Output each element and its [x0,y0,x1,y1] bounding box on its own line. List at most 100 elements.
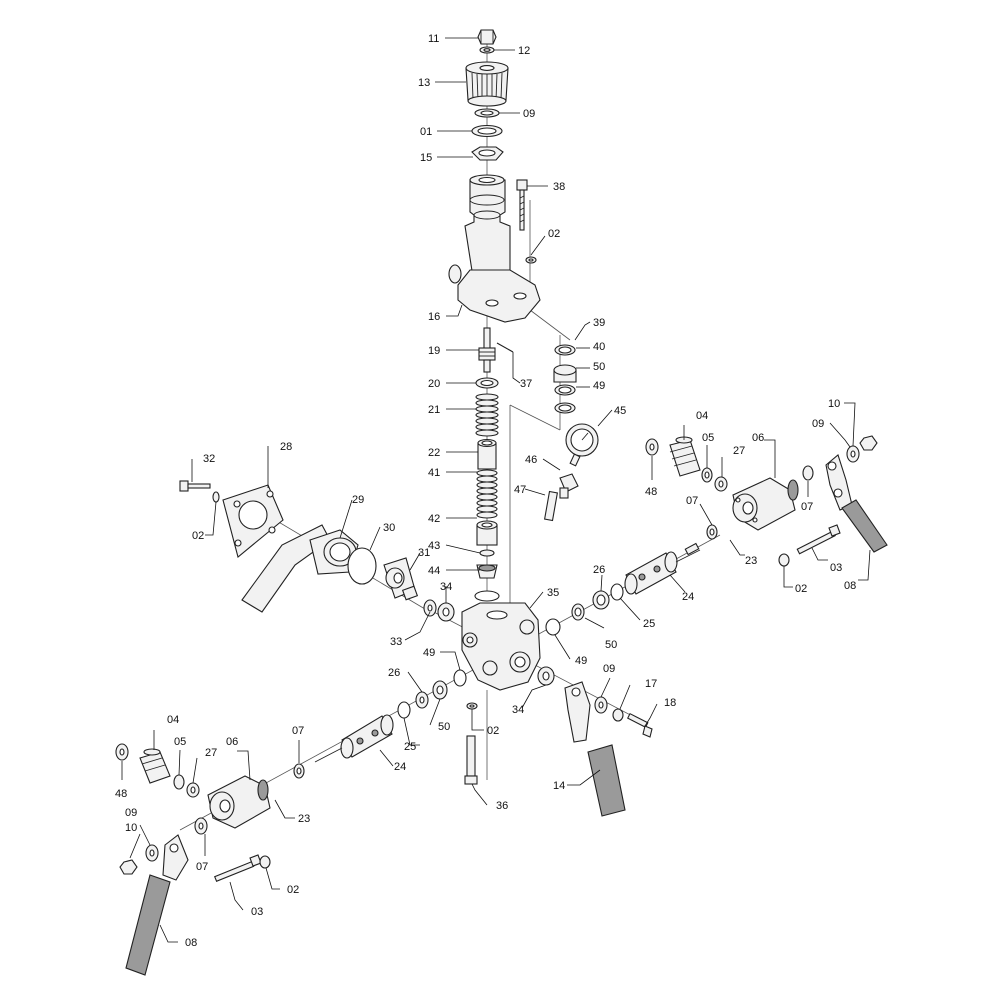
gauge-45 [565,423,599,467]
callout-27: 27 [733,445,745,457]
sleeve-22 [477,438,497,470]
nut-15 [471,146,504,161]
bolt-38 [516,179,528,231]
callout-38: 38 [553,181,565,193]
callout-10-left: 10 [125,822,137,834]
washer-02-left [212,491,220,503]
bolt-03-right [796,524,841,555]
washers-05-27-48-left [115,743,200,798]
callout-29: 29 [352,494,364,506]
callout-12: 12 [518,45,530,57]
washer-20 [475,377,499,389]
callout-02: 02 [548,228,560,240]
callout-07-left-outer: 07 [196,861,208,873]
callout-09-lower: 09 [603,663,615,675]
leader-lines [121,37,871,943]
callout-01: 01 [420,126,432,138]
callout-35: 35 [547,587,559,599]
washer-09-nut-10-left [119,844,159,875]
callout-50-right: 50 [605,639,617,651]
callout-07-right: 07 [801,501,813,513]
callout-23-left: 23 [298,813,310,825]
assembly-axis-lines [179,30,721,831]
washer-07-right-outer [802,465,814,481]
plate-28 [222,484,284,558]
lever-08-left [125,834,189,976]
washers-05-27-48-right [645,438,728,492]
seat-42 [476,520,498,546]
callout-13: 13 [418,77,430,89]
fitting-31 [383,557,419,601]
callout-46: 46 [525,454,537,466]
callout-09: 09 [523,108,535,120]
oring-30 [347,547,377,585]
washer-07-left-outer [194,817,208,835]
callout-25-left: 25 [404,741,416,753]
housing-06-left [207,775,271,829]
callout-08-left: 08 [185,937,197,949]
callout-26-left: 26 [388,667,400,679]
callout-36: 36 [496,800,508,812]
callout-43: 43 [428,540,440,552]
callout-09-left: 09 [125,807,137,819]
callout-47: 47 [514,484,526,496]
cartridge-24-right [624,542,701,595]
left-seal-stack-49-26-50 [397,669,467,719]
callout-15: 15 [420,152,432,164]
lever-14 [564,681,626,817]
callout-22: 22 [428,447,440,459]
oring-49-center [474,590,500,602]
stem-19 [478,327,496,373]
fitting-04-left [139,748,171,784]
callout-07: 07 [686,495,698,507]
callout-18: 18 [664,697,676,709]
right-seal-stack-49-50-26 [545,583,624,636]
callout-34-lower: 34 [512,704,524,716]
callout-49-left: 49 [423,647,435,659]
callout-03-left: 03 [251,906,263,918]
callout-04-left: 04 [167,714,179,726]
callout-30: 30 [383,522,395,534]
pin-37 [496,342,514,353]
washer-02-right [778,553,790,567]
callout-06-left: 06 [226,736,238,748]
callout-17: 17 [645,678,657,690]
washer-02-left-lower [259,855,271,869]
callout-11: 11 [428,33,439,45]
callout-19: 19 [428,345,440,357]
callout-10: 10 [828,398,840,410]
callout-labels: 11 12 13 09 01 15 38 02 16 39 40 50 49 1… [115,33,856,949]
callout-26: 26 [593,564,605,576]
callout-08: 08 [844,580,856,592]
callout-05: 05 [702,432,714,444]
callout-50: 50 [593,361,605,373]
fitting-46 [559,473,579,499]
callout-02-left-lower: 02 [287,884,299,896]
elbow-29 [241,524,359,613]
washers-33-34 [423,599,455,622]
callout-31: 31 [418,547,430,559]
bolt-36 [464,735,478,785]
callout-14: 14 [553,780,565,792]
callout-06: 06 [752,432,764,444]
seal-stack-39-40-50-49 [553,344,577,414]
washer-09-top [474,108,500,118]
callout-49: 49 [593,380,605,392]
callout-40: 40 [593,341,605,353]
callout-27-left: 27 [205,747,217,759]
callout-45: 45 [614,405,626,417]
housing-06-right [732,477,799,531]
callout-44: 44 [428,565,440,577]
washer-02-top [525,256,537,264]
tube-47 [543,490,559,522]
washer-09-nut-17-bolt-18 [594,696,653,738]
callout-48-left: 48 [115,788,127,800]
fitting-04-right [669,436,701,477]
cartridge-24-left [314,714,394,763]
washer-02-bottom [466,702,478,710]
callout-04: 04 [696,410,708,422]
lever-08-right [825,454,888,553]
callout-02-bottom: 02 [487,725,499,737]
callout-24-left: 24 [394,761,406,773]
